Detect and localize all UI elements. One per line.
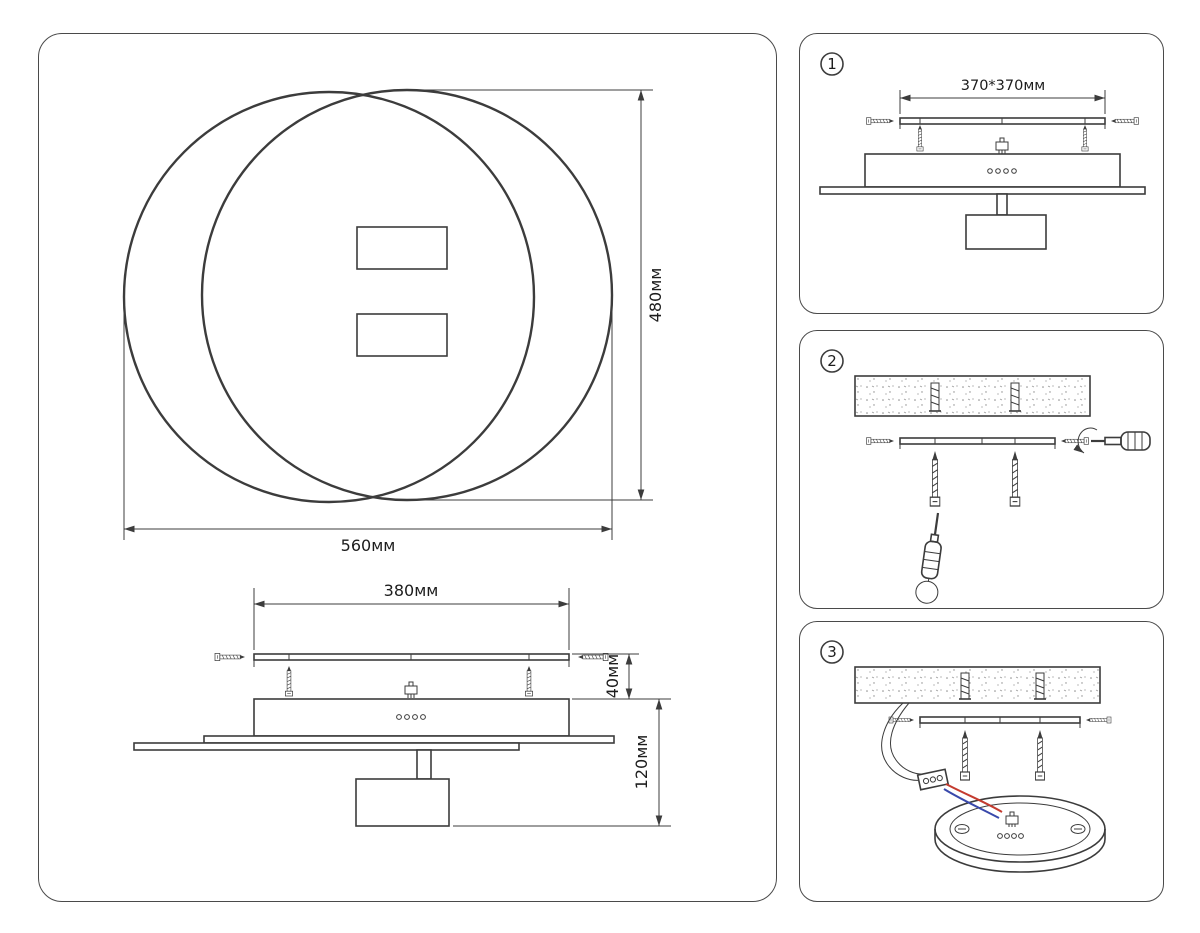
bracket-screw-right-icon (1060, 437, 1089, 445)
mounting-bracket (214, 653, 609, 697)
canopy (355, 778, 450, 827)
step2-drawing: 2 (820, 349, 1151, 604)
wire-red (881, 702, 923, 781)
wall-anchor-left-icon (928, 382, 942, 412)
fixing-screw-right-icon (525, 665, 533, 697)
step1-panel: 1 370*370мм (799, 33, 1164, 314)
bracket-screw-right-icon (1085, 716, 1112, 724)
bracket-screw-left-icon (866, 437, 895, 445)
terminal-clip-icon (1005, 811, 1019, 827)
step-number: 1 (827, 55, 837, 73)
step3-drawing: 3 (820, 640, 1112, 873)
dim-label-120: 120мм (632, 735, 651, 790)
wire-blue (889, 702, 926, 775)
side-view-drawing: 380мм (133, 581, 671, 827)
step3-panel: 3 (799, 621, 1164, 902)
rotate-arrow-icon (1073, 427, 1098, 454)
bracket-screw-right-icon (1110, 117, 1139, 125)
mount-screw-right-icon (1034, 729, 1046, 781)
step-number-badge: 3 (820, 640, 844, 664)
ring-right (200, 88, 614, 502)
wall-anchor-right-icon (1033, 672, 1047, 700)
dim-label-370: 370*370мм (961, 78, 1045, 94)
fixing-screw-left-icon (285, 665, 293, 697)
top-view-drawing: 480мм 560мм (122, 88, 665, 555)
screwdriver-hanging-icon (915, 512, 942, 604)
step-number: 2 (827, 352, 837, 370)
mount-screw-right-icon (1009, 450, 1021, 507)
step-number: 3 (827, 643, 837, 661)
screwdriver-icon (1091, 431, 1151, 451)
bracket-screw-left-icon (888, 716, 915, 724)
wire-blue-into-base (943, 788, 1000, 819)
ring-profile-lower (133, 742, 520, 751)
mounting-bracket (866, 117, 1139, 152)
driver-box-top (356, 226, 448, 270)
step2-panel: 2 (799, 330, 1164, 609)
step1-drawing: 1 370*370мм (819, 52, 1146, 250)
canopy (965, 214, 1047, 250)
ceiling (854, 375, 1091, 417)
dimension-width-560: 560мм (123, 304, 613, 555)
ring-profile (819, 186, 1146, 195)
dimension-height-480: 480мм (414, 89, 665, 501)
dimension-height-40: 40мм (572, 653, 671, 700)
terminal-clip-icon (995, 137, 1009, 154)
dimension-height-120: 120мм (453, 699, 671, 827)
fixture-base (934, 795, 1106, 873)
dimension-370: 370*370мм (899, 78, 1106, 114)
fixture-body (819, 153, 1146, 250)
wall-anchor-left-icon (958, 672, 972, 700)
main-dimensions-panel: 480мм 560мм 380мм (38, 33, 777, 902)
wall-anchor-right-icon (1008, 382, 1022, 412)
bracket-screw-left-icon (214, 653, 246, 661)
terminal-block (916, 768, 950, 791)
stem (996, 193, 1008, 216)
mount-screw-left-icon (929, 450, 941, 507)
bracket-screw-left-icon (866, 117, 895, 125)
dim-label-40: 40мм (603, 654, 622, 699)
dim-label-480: 480мм (646, 268, 665, 323)
mounting-bracket (888, 716, 1112, 728)
ring-left (122, 90, 536, 504)
driver-box-bottom (356, 313, 448, 357)
fixture-body (133, 698, 615, 827)
main-dimensions-drawing: 480мм 560мм 380мм (122, 88, 671, 827)
fixing-screw-right-icon (1081, 124, 1089, 152)
stem (416, 749, 432, 780)
wire-red-into-base (945, 783, 1003, 813)
dim-label-560: 560мм (341, 536, 396, 555)
step-number-badge: 1 (820, 52, 844, 76)
ring-profile-upper (203, 735, 615, 744)
terminal-clip-icon (404, 681, 418, 698)
step-number-badge: 2 (820, 349, 844, 373)
dimension-width-380: 380мм (253, 581, 570, 650)
ceiling (854, 666, 1101, 704)
fixing-screw-left-icon (916, 124, 924, 152)
mount-screw-left-icon (959, 729, 971, 781)
dim-label-380: 380мм (384, 581, 439, 600)
mounting-bracket (866, 437, 1089, 449)
